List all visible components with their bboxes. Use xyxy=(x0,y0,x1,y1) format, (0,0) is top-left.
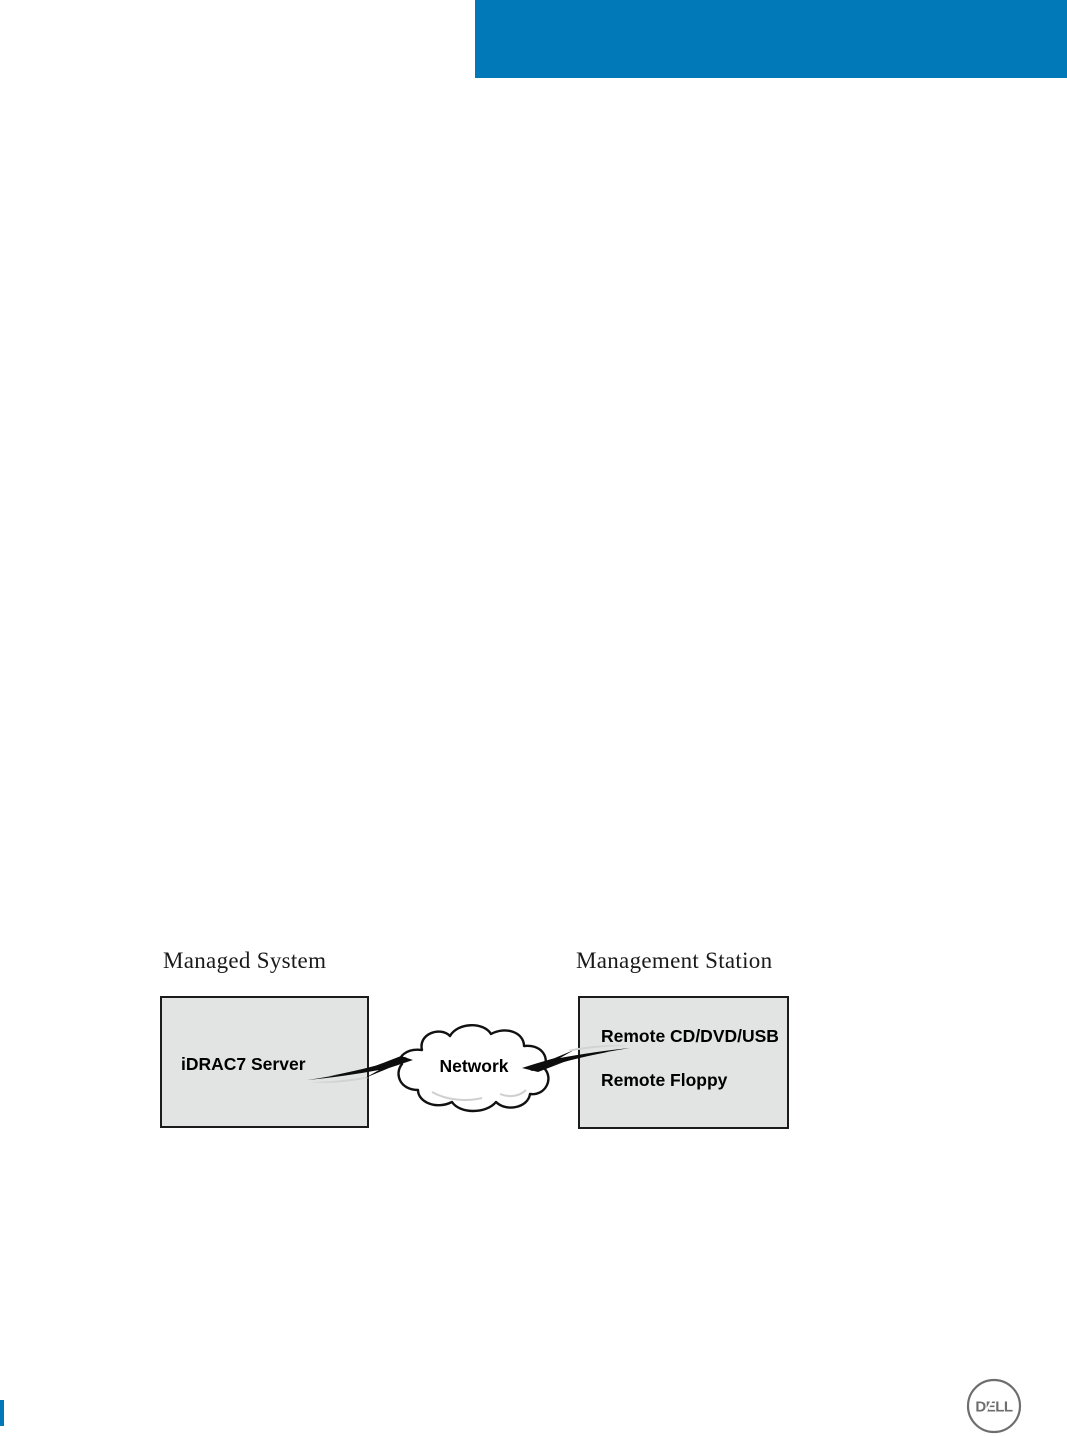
bolt-arrow-right-icon xyxy=(522,1045,630,1072)
dell-logo-text: DELL xyxy=(975,1399,1013,1416)
footer-accent-rule xyxy=(0,1400,4,1426)
diagram-title-management-station: Management Station xyxy=(576,948,773,973)
network-label: Network xyxy=(439,1056,509,1076)
network-cloud: Network xyxy=(388,1020,560,1116)
diagram-title-managed-system: Managed System xyxy=(163,948,327,973)
remote-cd-dvd-usb-label: Remote CD/DVD/USB xyxy=(601,1026,779,1046)
managed-system-box: iDRAC7 Server xyxy=(160,996,369,1128)
remote-floppy-label: Remote Floppy xyxy=(601,1070,728,1090)
cloud-shape-icon xyxy=(397,1024,550,1113)
management-station-box: Remote CD/DVD/USB Remote Floppy xyxy=(578,996,789,1129)
idrac7-server-label: iDRAC7 Server xyxy=(181,1054,306,1074)
bolt-arrow-left-icon xyxy=(307,1056,413,1083)
dell-logo: DELL xyxy=(966,1378,1022,1434)
header-band xyxy=(475,0,1067,78)
